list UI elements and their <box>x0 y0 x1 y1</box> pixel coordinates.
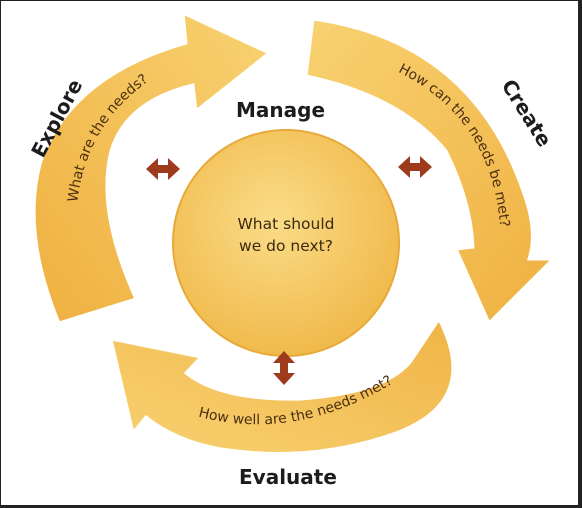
center-question-line1: What should <box>237 215 334 233</box>
bottom-double-arrow-icon <box>273 351 295 385</box>
left-double-arrow-icon <box>146 158 180 180</box>
create-arrow-band <box>304 17 557 326</box>
right-double-arrow-icon <box>398 156 432 178</box>
manage-label: Manage <box>236 98 325 122</box>
create-label: Create <box>497 75 557 151</box>
evaluate-arrow-band <box>109 316 455 455</box>
explore-arrow-band <box>32 10 272 325</box>
center-question-line2: we do next? <box>239 237 333 255</box>
evaluate-label: Evaluate <box>239 465 337 489</box>
